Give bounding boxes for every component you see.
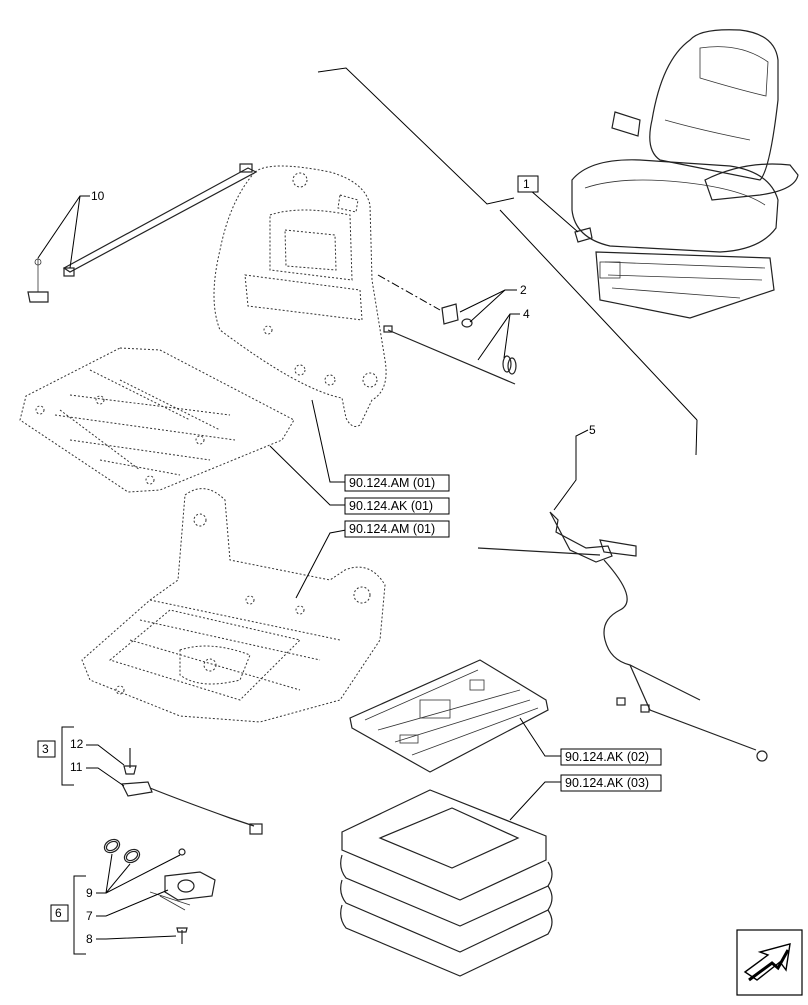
ref-box-ak-02 xyxy=(560,748,662,766)
ref-ak-02[interactable]: 90.124.AK (02) xyxy=(565,750,649,764)
leader-2a xyxy=(459,289,517,313)
ref-ak-01[interactable]: 90.124.AK (01) xyxy=(349,499,433,513)
ref-ak-03[interactable]: 90.124.AK (03) xyxy=(565,776,649,790)
backrest-frame xyxy=(213,165,387,427)
leader-2b xyxy=(469,289,506,323)
cable-item-4 xyxy=(383,325,517,385)
ref-box-am-lower xyxy=(344,520,450,538)
callout-box-6 xyxy=(50,904,69,922)
leader-5 xyxy=(553,429,589,511)
kit-6-bracket xyxy=(73,875,86,955)
ref-box-am-upper xyxy=(344,474,450,492)
callout-box-3 xyxy=(37,740,56,758)
slide-rail-plate xyxy=(349,659,549,773)
callout-12: 12 xyxy=(70,737,84,751)
callout-box-1 xyxy=(517,175,539,193)
callout-8: 8 xyxy=(86,932,93,946)
cable-harness-item-5 xyxy=(477,511,768,762)
leader-9b xyxy=(105,863,131,894)
seat-pan-frame xyxy=(81,488,386,723)
leader-9c xyxy=(105,854,181,894)
complete-seat-illustration xyxy=(529,29,799,319)
callout-9: 9 xyxy=(86,886,93,900)
callout-6: 6 xyxy=(55,906,62,920)
callout-5: 5 xyxy=(589,423,596,437)
screw-item-8 xyxy=(176,927,188,944)
callout-11: 11 xyxy=(70,760,83,774)
leader-ref-am-upper xyxy=(311,399,346,483)
switch-item-11 xyxy=(121,781,263,835)
suspension-bellows xyxy=(340,789,553,977)
rings-item-9 xyxy=(103,838,186,864)
harness-item-10 xyxy=(27,163,258,303)
callout-2: 2 xyxy=(520,283,527,297)
seat-top-plate xyxy=(19,347,295,493)
leader-4b xyxy=(503,313,511,359)
clip-item-2 xyxy=(441,303,473,328)
ref-box-ak-01 xyxy=(344,497,450,515)
ref-am-lower[interactable]: 90.124.AM (01) xyxy=(349,522,435,536)
leader-10a xyxy=(37,195,90,259)
leader-ref-ak-03 xyxy=(509,781,562,821)
ref-box-ak-03 xyxy=(560,774,662,792)
leader-4a xyxy=(477,313,520,361)
leader-ref-am-lower xyxy=(295,529,347,599)
callout-3: 3 xyxy=(42,742,49,756)
callout-10: 10 xyxy=(91,189,105,203)
screw-item-12 xyxy=(123,748,137,775)
ref-am-upper[interactable]: 90.124.AM (01) xyxy=(349,476,435,490)
dash-dot-connector xyxy=(377,274,441,311)
leader-8 xyxy=(96,935,177,940)
leader-ref-ak-02 xyxy=(519,717,562,757)
arrow-icon[interactable] xyxy=(736,929,803,996)
assembly-divider-lines xyxy=(317,67,698,456)
leader-10b xyxy=(69,195,81,269)
leader-11 xyxy=(86,767,125,787)
callout-1: 1 xyxy=(523,177,530,191)
leader-7 xyxy=(96,889,169,917)
callout-4: 4 xyxy=(523,307,530,321)
leader-12 xyxy=(86,744,125,766)
kit-3-bracket xyxy=(61,726,74,786)
sensor-item-7 xyxy=(149,871,216,911)
leader-ref-ak-01 xyxy=(269,445,346,506)
leader-9a xyxy=(96,853,113,894)
callout-7: 7 xyxy=(86,909,93,923)
